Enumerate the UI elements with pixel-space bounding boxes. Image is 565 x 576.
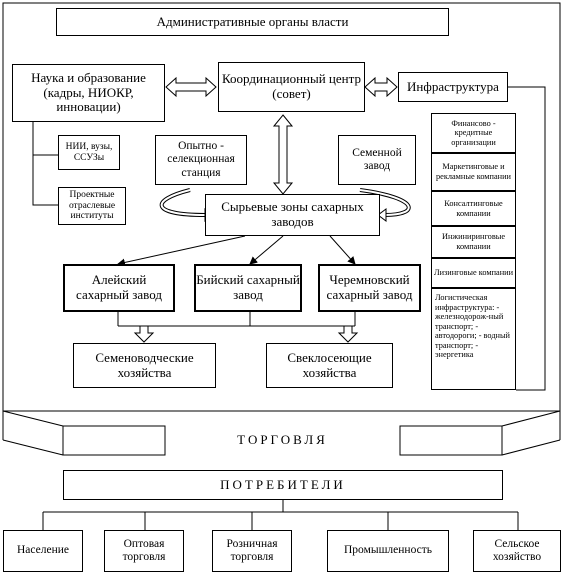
double-arrow-coord-infra <box>364 76 398 98</box>
consumer-industry: Промышленность <box>327 530 449 572</box>
infra-item-leasing: Лизинговые компании <box>431 258 516 288</box>
proj-box: Проектные отраслевые институты <box>58 187 126 225</box>
zones-box: Сырьевые зоны сахарных заводов <box>205 194 380 236</box>
infra-item-marketing: Маркетинговые и рекламные компании <box>431 153 516 191</box>
infra-box: Инфраструктура <box>398 72 508 102</box>
consumer-wholesale: Оптовая торговля <box>104 530 184 572</box>
double-arrow-science-coord <box>165 76 217 98</box>
outer-frame <box>2 2 561 412</box>
infra-item-logistics: Логистическая инфраструктура: - железнод… <box>431 288 516 390</box>
consumer-retail: Розничная торговля <box>212 530 292 572</box>
plant-biysky: Бийский сахарный завод <box>194 264 302 312</box>
science-box: Наука и образование (кадры, НИОКР, иннов… <box>12 64 165 122</box>
trade-label: ТОРГОВЛЯ <box>237 432 328 448</box>
infra-item-engineering: Инжиниринговые компании <box>431 226 516 258</box>
seedplant-box: Семенной завод <box>338 135 416 185</box>
consumer-agriculture: Сельское хозяйство <box>473 530 561 572</box>
plant-cheremnovsky: Черемновский сахарный завод <box>318 264 421 312</box>
plant-aleysky: Алейский сахарный завод <box>63 264 175 312</box>
seedfarms-box: Семеноводческие хозяйства <box>73 343 216 388</box>
infra-item-finance: Финансово - кредитные организации <box>431 113 516 153</box>
consumers-box: ПОТРЕБИТЕЛИ <box>63 470 503 500</box>
infra-item-consulting: Консалтинговые компании <box>431 191 516 226</box>
admin-box: Административные органы власти <box>56 8 449 36</box>
double-arrow-coord-zones <box>272 114 294 195</box>
beetfarms-box: Свеклосеющие хозяйства <box>266 343 393 388</box>
station-box: Опытно - селекционная станция <box>155 135 247 185</box>
coord-box: Координационный центр (совет) <box>218 62 365 112</box>
consumer-population: Население <box>3 530 83 572</box>
nii-box: НИИ, вузы, ССУЗы <box>58 135 120 170</box>
